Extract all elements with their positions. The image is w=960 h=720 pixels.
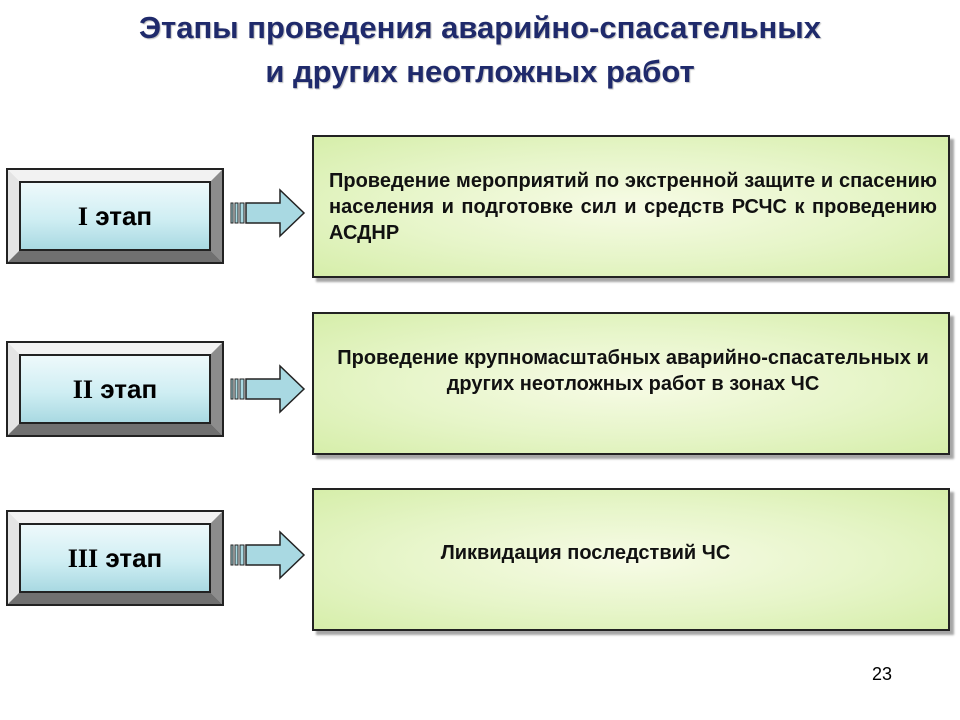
stage-3-button: III этап (6, 510, 224, 606)
stage-2-numeral: II (72, 374, 94, 404)
stage-3-outline (6, 510, 224, 606)
arrow-right-icon (230, 530, 306, 580)
stage-1-numeral: I (77, 201, 88, 231)
stage-1-outline (6, 168, 224, 264)
slide-title-line-2: и других неотложных работ (265, 54, 695, 89)
stage-3-bevel (6, 510, 224, 606)
slide-title: Этапы проведения аварийно-спасательных и… (0, 6, 960, 94)
stage-3-numeral: III (67, 543, 99, 573)
stage-1-label: I этап (78, 201, 152, 232)
stage-1-word: этап (95, 200, 153, 231)
stage-1-bevel (6, 168, 224, 264)
stage-3-word: этап (105, 542, 163, 573)
stage-2-word: этап (100, 373, 158, 404)
arrow-right-icon (230, 364, 306, 414)
arrow-right-icon (230, 188, 306, 238)
stage-3-description: Ликвидация последствий ЧС (440, 542, 731, 564)
stage-3-face: III этап (19, 523, 211, 593)
page-number: 23 (872, 664, 893, 684)
stage-1-face: I этап (19, 181, 211, 251)
stage-2-description-box: Проведение крупномасштабных аварийно-спа… (312, 312, 950, 455)
stage-2-button: II этап (6, 341, 224, 437)
stage-1-description: Проведение мероприятий по экстренной защ… (329, 170, 937, 244)
stage-2-description: Проведение крупномасштабных аварийно-спа… (337, 347, 929, 395)
stage-3-description-box: Ликвидация последствий ЧС (312, 488, 950, 631)
stage-3-label: III этап (68, 543, 163, 574)
stage-2-face: II этап (19, 354, 211, 424)
stage-1-description-box: Проведение мероприятий по экстренной защ… (312, 135, 950, 278)
stage-2-label: II этап (73, 374, 157, 405)
stage-1-button: I этап (6, 168, 224, 264)
stage-2-bevel (6, 341, 224, 437)
slide-title-line-1: Этапы проведения аварийно-спасательных (138, 10, 821, 45)
stage-2-outline (6, 341, 224, 437)
